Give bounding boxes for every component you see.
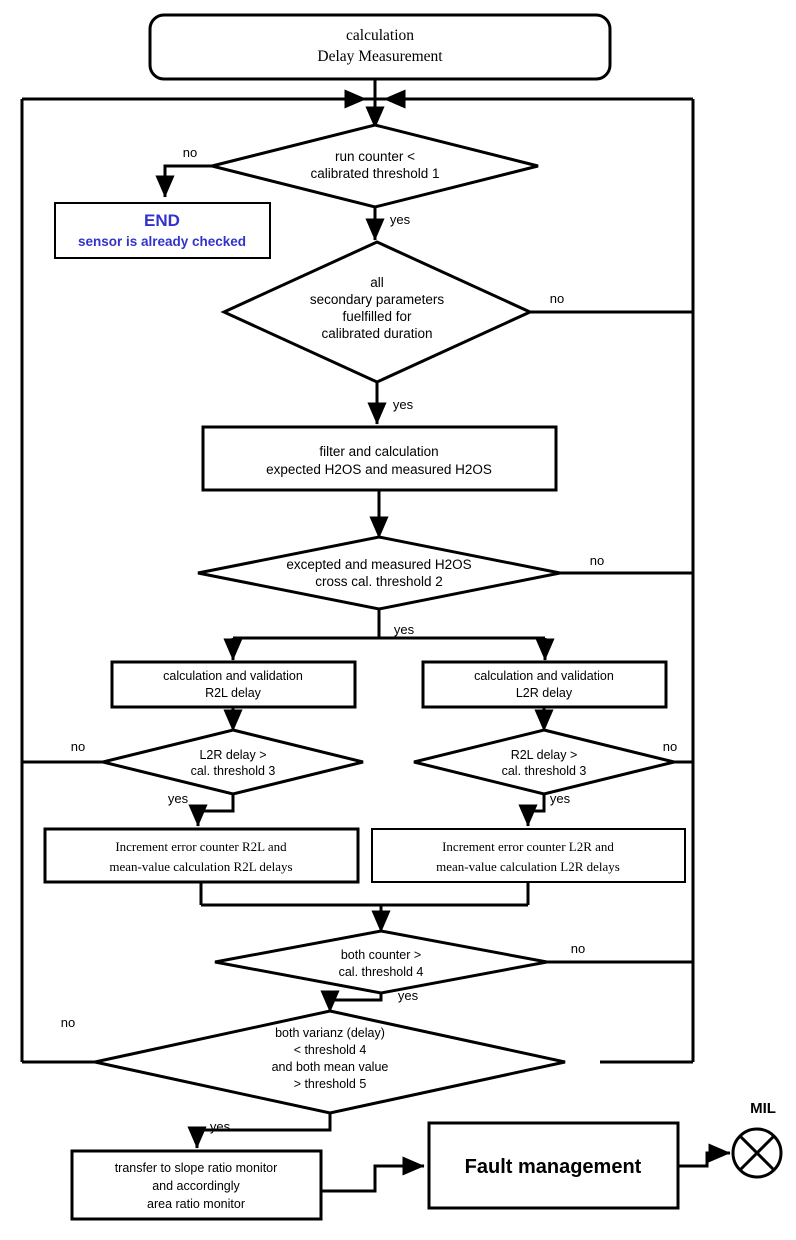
process-filter: filter and calculation expected H2OS and… <box>201 425 558 539</box>
decision-run-counter: run counter < calibrated threshold 1 no … <box>155 123 539 241</box>
d2-line-4: calibrated duration <box>321 326 432 341</box>
end-subtitle: sensor is already checked <box>78 234 246 249</box>
start-line-1: calculation <box>346 27 414 44</box>
start-node: calculation Delay Measurement <box>148 13 612 129</box>
label-l2r-yes: yes <box>168 791 189 806</box>
d6-line-2: < threshold 4 <box>294 1043 367 1057</box>
decision-varianz: both varianz (delay) < threshold 4 and b… <box>61 1009 566 1149</box>
decision-both-counter: both counter > cal. threshold 4 no yes <box>214 929 693 1013</box>
label-both-counter-yes: yes <box>398 988 419 1003</box>
decision-r2l-threshold: R2L delay > cal. threshold 3 no yes <box>413 728 693 827</box>
decision-l2r-threshold: L2R delay > cal. threshold 3 no yes <box>22 728 364 827</box>
label-r2l-no: no <box>663 739 677 754</box>
mil-indicator: MIL <box>731 1100 783 1179</box>
d2-line-1: all <box>370 275 384 290</box>
end-node: END sensor is already checked <box>54 202 271 259</box>
d2-line-2: secondary parameters <box>310 292 445 307</box>
inc-r2l-line-2: mean-value calculation R2L delays <box>109 859 292 874</box>
label-h2os-yes: yes <box>394 622 415 637</box>
label-secondary-no: no <box>550 291 564 306</box>
d6-line-3: and both mean value <box>272 1060 389 1074</box>
label-both-counter-no: no <box>571 941 585 956</box>
d5-line-2: cal. threshold 4 <box>339 965 424 979</box>
end-title: END <box>144 211 180 230</box>
transfer-line-3: area ratio monitor <box>147 1197 245 1211</box>
process-calc-r2l: calculation and validation R2L delay <box>110 660 357 732</box>
process-increment-r2l: Increment error counter R2L and mean-val… <box>43 827 360 884</box>
d4l-line-1: L2R delay > <box>199 748 266 762</box>
calc-r2l-line-2: R2L delay <box>205 686 262 700</box>
inc-l2r-line-1: Increment error counter L2R and <box>442 839 614 854</box>
filter-line-1: filter and calculation <box>319 444 438 459</box>
label-secondary-yes: yes <box>393 397 414 412</box>
label-run-counter-no: no <box>183 145 197 160</box>
calc-r2l-line-1: calculation and validation <box>163 669 303 683</box>
label-run-counter-yes: yes <box>390 212 411 227</box>
filter-line-2: expected H2OS and measured H2OS <box>266 462 492 477</box>
process-fault-management: Fault management <box>427 1121 731 1210</box>
label-r2l-yes: yes <box>550 791 571 806</box>
outer-loop-frame <box>20 89 695 1064</box>
process-increment-l2r: Increment error counter L2R and mean-val… <box>371 828 686 883</box>
mil-label: MIL <box>750 1100 776 1117</box>
increment-merge-bar <box>199 882 530 933</box>
d4r-line-2: cal. threshold 3 <box>502 764 587 778</box>
label-varianz-yes: yes <box>210 1119 231 1134</box>
d6-line-4: > threshold 5 <box>294 1077 367 1091</box>
inc-r2l-line-1: Increment error counter R2L and <box>115 839 287 854</box>
fault-management-label: Fault management <box>465 1156 642 1178</box>
d2-line-3: fuelfilled for <box>342 309 412 324</box>
label-h2os-no: no <box>590 553 604 568</box>
start-line-2: Delay Measurement <box>317 48 443 65</box>
d4r-line-1: R2L delay > <box>511 748 578 762</box>
process-calc-l2r: calculation and validation L2R delay <box>421 660 668 732</box>
decision-h2os-cross: excepted and measured H2OS cross cal. th… <box>197 535 693 661</box>
inc-l2r-line-2: mean-value calculation L2R delays <box>436 859 620 874</box>
decision-secondary-parameters: all secondary parameters fuelfilled for … <box>220 240 693 425</box>
d1-line-2: calibrated threshold 1 <box>310 166 439 181</box>
label-varianz-no: no <box>61 1015 75 1030</box>
d1-line-1: run counter < <box>335 149 415 164</box>
d3-line-1: excepted and measured H2OS <box>286 557 471 572</box>
d3-line-2: cross cal. threshold 2 <box>315 574 443 589</box>
transfer-line-1: transfer to slope ratio monitor <box>115 1161 278 1175</box>
d4l-line-2: cal. threshold 3 <box>191 764 276 778</box>
d5-line-1: both counter > <box>341 948 421 962</box>
calc-l2r-line-2: L2R delay <box>516 686 573 700</box>
calc-l2r-line-1: calculation and validation <box>474 669 614 683</box>
d6-line-1: both varianz (delay) <box>275 1026 385 1040</box>
label-l2r-no: no <box>71 739 85 754</box>
transfer-line-2: and accordingly <box>152 1179 240 1193</box>
process-transfer: transfer to slope ratio monitor and acco… <box>70 1149 425 1221</box>
